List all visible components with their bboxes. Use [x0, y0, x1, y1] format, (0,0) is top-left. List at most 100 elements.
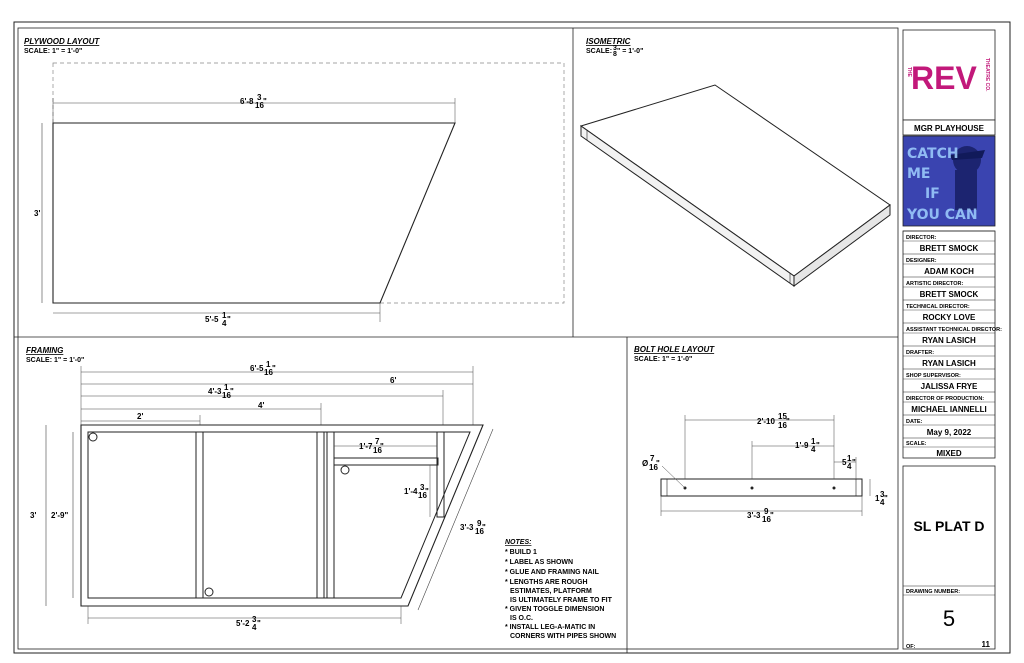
svg-text:3'-3: 3'-3	[460, 523, 474, 532]
note-line: * GIVEN TOGGLE DIMENSION	[505, 606, 604, 613]
drawing-number: 5	[943, 606, 955, 631]
svg-text:2'-10: 2'-10	[757, 417, 775, 426]
note-line: * INSTALL LEG-A-MATIC IN	[505, 624, 595, 631]
svg-text:16: 16	[762, 515, 771, 524]
tb-field: SHOP SUPERVISOR: JALISSA FRYE	[903, 368, 995, 391]
outer-border	[13, 21, 1011, 654]
svg-text:1'-4: 1'-4	[404, 487, 418, 496]
svg-text:IF: IF	[925, 186, 940, 202]
svg-text:RYAN LASICH: RYAN LASICH	[922, 336, 976, 345]
svg-text:7: 7	[375, 437, 380, 446]
svg-text:DIRECTOR OF PRODUCTION:: DIRECTOR OF PRODUCTION:	[906, 396, 984, 402]
svg-text:1: 1	[266, 360, 271, 369]
svg-text:6'-8: 6'-8	[240, 97, 254, 106]
logo-small-right: THEATRE CO.	[984, 58, 990, 92]
note-line: * LABEL AS SHOWN	[505, 559, 573, 566]
svg-text:MICHAEL IANNELLI: MICHAEL IANNELLI	[911, 405, 986, 414]
framing-dim-overall: 6'-5 1 16 "	[250, 360, 276, 377]
logo-text: REV	[911, 60, 977, 96]
svg-text:1'-7: 1'-7	[359, 442, 373, 451]
toggle-4	[436, 431, 445, 518]
isometric-scale: SCALE: 3 8 " = 1'-0"	[586, 45, 643, 58]
framing-panel: FRAMING SCALE: 1" = 1'-0" 6'-5 1 16 " 6'…	[26, 346, 494, 632]
svg-text:ROCKY LOVE: ROCKY LOVE	[923, 313, 976, 322]
svg-text:SCALE:: SCALE:	[906, 441, 927, 447]
svg-text:4: 4	[252, 623, 257, 632]
svg-text:16: 16	[649, 463, 658, 472]
svg-text:ME: ME	[907, 166, 931, 182]
svg-text:BRETT SMOCK: BRETT SMOCK	[920, 290, 979, 299]
svg-text:4'-3: 4'-3	[208, 387, 222, 396]
tb-field: DESIGNER: ADAM KOCH	[903, 253, 995, 276]
tb-field: DIRECTOR OF PRODUCTION: MICHAEL IANNELLI	[903, 391, 995, 414]
toggle-1	[195, 431, 204, 599]
svg-text:1: 1	[224, 383, 229, 392]
svg-text:": "	[770, 511, 774, 520]
svg-text:": "	[884, 494, 888, 503]
note-line: CORNERS WITH PIPES SHOWN	[510, 633, 616, 640]
drawing-number-caption: DRAWING NUMBER:	[906, 589, 960, 595]
note-line: * GLUE AND FRAMING NAIL	[505, 569, 600, 576]
svg-text:4: 4	[880, 498, 885, 507]
svg-text:4: 4	[811, 445, 816, 454]
bolt-title: BOLT HOLE LAYOUT	[634, 345, 715, 354]
svg-text:16: 16	[778, 421, 787, 430]
frame-inner	[87, 431, 471, 599]
framing-dim-29: 2'-9"	[51, 511, 68, 520]
svg-text:": "	[257, 619, 261, 628]
bolt-dim-top: 2'-10 15 16 "	[757, 412, 790, 430]
frame-outer	[80, 424, 484, 607]
svg-text:1: 1	[811, 437, 816, 446]
tb-field: TECHNICAL DIRECTOR: ROCKY LOVE	[903, 299, 995, 322]
svg-text:" = 1'-0": " = 1'-0"	[617, 48, 643, 55]
framing-dim-bottom: 5'-2 3 4 "	[236, 615, 261, 632]
svg-text:": "	[656, 459, 660, 468]
framing-dim-4: 4'	[258, 401, 264, 410]
tb-field: ARTISTIC DIRECTOR: BRETT SMOCK	[903, 276, 995, 299]
of-total: 11	[982, 640, 991, 649]
svg-text:5: 5	[842, 458, 847, 467]
framing-scale: SCALE: 1" = 1'-0"	[26, 357, 84, 364]
svg-text:4: 4	[222, 319, 227, 328]
tb-field: DRAFTER: RYAN LASICH	[903, 345, 995, 368]
svg-text:9: 9	[477, 519, 482, 528]
bolt-scale: SCALE: 1" = 1'-0"	[634, 356, 692, 363]
svg-text:YOU CAN: YOU CAN	[906, 207, 978, 223]
plywood-sheet-outline	[52, 62, 565, 304]
pipe-hole-2	[340, 465, 350, 475]
plywood-title: PLYWOOD LAYOUT	[24, 37, 100, 46]
toggle-3	[326, 431, 335, 599]
svg-text:3'-3: 3'-3	[747, 511, 761, 520]
bolt-dim-diameter: Ø 7 16 "	[642, 454, 660, 472]
svg-text:": "	[227, 315, 231, 324]
svg-text:16: 16	[475, 527, 484, 536]
svg-text:16: 16	[264, 368, 273, 377]
note-line: * LENGTHS ARE ROUGH	[505, 579, 588, 586]
iso-right-face	[793, 204, 891, 287]
plywood-dim-left: 3'	[34, 209, 40, 218]
framing-dim-43: 4'-3 1 16 "	[208, 383, 234, 400]
svg-text:3: 3	[613, 45, 617, 52]
svg-text:3: 3	[252, 615, 257, 624]
note-line: IS O.C.	[510, 615, 533, 622]
svg-text:1: 1	[875, 494, 880, 503]
svg-text:DRAFTER:: DRAFTER:	[906, 350, 934, 356]
venue-box	[902, 119, 996, 136]
svg-text:": "	[230, 387, 234, 396]
svg-text:JALISSA FRYE: JALISSA FRYE	[921, 382, 978, 391]
plywood-dim-top: 6'-8 3 16 "	[240, 93, 267, 110]
framing-dim-14: 1'-4 3 16 "	[404, 483, 429, 500]
framing-dim-2: 2'	[137, 412, 143, 421]
svg-text:RYAN LASICH: RYAN LASICH	[922, 359, 976, 368]
framing-title: FRAMING	[26, 346, 63, 355]
note-line: IS ULTIMATELY FRAME TO FIT	[510, 597, 613, 604]
framing-dim-17: 1'-7 7 16 "	[359, 437, 384, 455]
plywood-dim-bottom: 5'-5 1 4 "	[205, 311, 231, 328]
svg-text:15: 15	[778, 412, 787, 421]
poster-text: CATCH	[907, 146, 959, 162]
svg-text:": "	[816, 441, 820, 450]
svg-text:16: 16	[222, 391, 231, 400]
svg-text:SHOP SUPERVISOR:: SHOP SUPERVISOR:	[906, 373, 961, 379]
svg-text:4: 4	[847, 462, 852, 471]
